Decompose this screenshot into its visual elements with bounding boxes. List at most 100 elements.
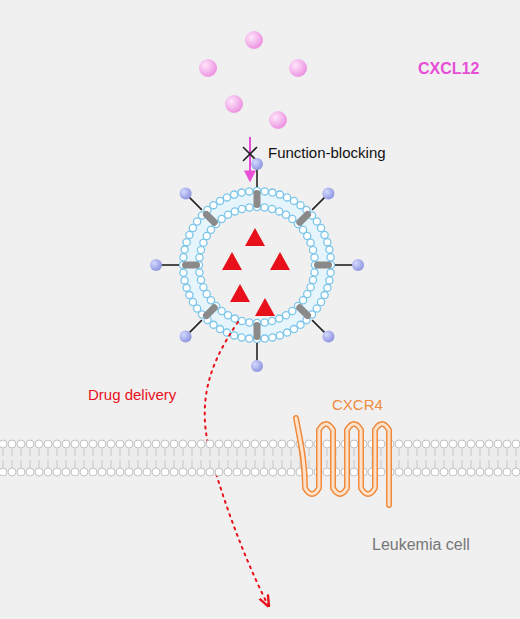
lipid-head — [196, 269, 203, 276]
lipid-head — [152, 468, 160, 476]
lipid-head — [206, 468, 214, 476]
lipid-tail — [39, 448, 40, 456]
lipid-tail — [498, 460, 499, 468]
lipid-head — [305, 440, 313, 448]
lipid-head — [485, 440, 493, 448]
lipid-head — [170, 468, 178, 476]
lipid-tail — [165, 448, 166, 456]
lipid-tail — [147, 448, 148, 456]
lipid-head — [8, 468, 16, 476]
lipid-head — [17, 440, 25, 448]
lipid-head — [170, 440, 178, 448]
lipid-head — [321, 231, 328, 238]
ligand-head — [180, 330, 192, 342]
lipid-tail — [219, 448, 220, 456]
lipid-head — [404, 468, 412, 476]
lipid-head — [311, 254, 318, 261]
chemokine-sphere — [199, 59, 217, 77]
anchor-lipid — [295, 303, 313, 321]
lipid-tail — [12, 448, 13, 456]
lipid-tail — [129, 460, 130, 468]
lipid-head — [246, 188, 253, 195]
lipid-tail — [489, 448, 490, 456]
lipid-head — [413, 468, 421, 476]
lipid-head — [53, 440, 61, 448]
lipid-head — [44, 440, 52, 448]
lipid-head — [242, 468, 250, 476]
lipid-head — [238, 317, 245, 324]
lipid-head — [125, 468, 133, 476]
lipid-tail — [138, 448, 139, 456]
lipid-head — [143, 468, 151, 476]
lipid-head — [323, 468, 331, 476]
lipid-head — [283, 329, 290, 336]
lipid-head — [143, 440, 151, 448]
ligand-linker — [189, 197, 202, 210]
lipid-head — [197, 276, 204, 283]
lipid-tail — [102, 448, 103, 456]
lipid-head — [458, 468, 466, 476]
anchor-lipid — [295, 209, 313, 227]
ligand-linker — [161, 264, 179, 266]
lipid-head — [324, 284, 331, 291]
lipid-head — [116, 468, 124, 476]
lipid-tail — [111, 460, 112, 468]
lipid-head — [224, 468, 232, 476]
lipid-tail — [480, 448, 481, 456]
chemokine-sphere — [269, 111, 287, 129]
lipid-head — [290, 197, 297, 204]
lipid-tail — [183, 448, 184, 456]
lipid-head — [440, 468, 448, 476]
lipid-head — [216, 325, 223, 332]
lipid-head — [183, 239, 190, 246]
lipid-tail — [84, 448, 85, 456]
lipid-head — [321, 291, 328, 298]
lipid-tail — [156, 448, 157, 456]
lipid-head — [287, 468, 295, 476]
ligand-head — [150, 259, 162, 271]
lipid-head — [326, 277, 333, 284]
lipid-head — [194, 305, 201, 312]
lipid-tail — [354, 448, 355, 456]
lipid-head — [80, 468, 88, 476]
lipid-tail — [273, 460, 274, 468]
lipid-head — [317, 298, 324, 305]
lipid-head — [215, 440, 223, 448]
lipid-head — [188, 468, 196, 476]
lipid-head — [0, 440, 7, 448]
lipid-tail — [228, 448, 229, 456]
lipid-head — [283, 194, 290, 201]
blocked-arrow — [249, 137, 251, 180]
lipid-tail — [48, 448, 49, 456]
lipid-tail — [3, 448, 4, 456]
lipid-head — [35, 440, 43, 448]
lipid-head — [290, 325, 297, 332]
lipid-head — [251, 468, 259, 476]
lipid-tail — [12, 460, 13, 468]
lipid-head — [62, 468, 70, 476]
lipid-head — [26, 468, 34, 476]
lipid-head — [323, 440, 331, 448]
lipid-tail — [228, 460, 229, 468]
ligand-head — [322, 330, 334, 342]
ligand-linker — [312, 320, 325, 333]
lipid-head — [317, 224, 324, 231]
lipid-tail — [462, 460, 463, 468]
chemokine-sphere — [245, 31, 263, 49]
lipid-head — [395, 468, 403, 476]
lipid-tail — [57, 460, 58, 468]
lipid-head — [287, 440, 295, 448]
lipid-head — [186, 291, 193, 298]
lipid-head — [107, 440, 115, 448]
lipid-head — [327, 269, 334, 276]
lipid-head — [503, 468, 511, 476]
lipid-tail — [246, 460, 247, 468]
ligand-head — [251, 360, 263, 372]
lipid-head — [440, 440, 448, 448]
lipid-tail — [471, 460, 472, 468]
lipid-head — [238, 334, 245, 341]
anchor-lipid — [314, 262, 332, 269]
lipid-tail — [66, 460, 67, 468]
lipid-head — [276, 332, 283, 339]
